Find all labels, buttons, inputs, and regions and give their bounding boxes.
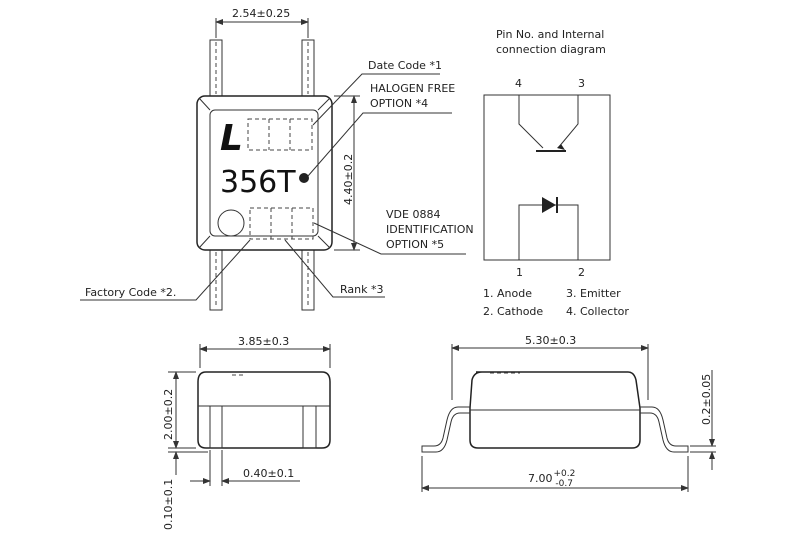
pin-diagram: Pin No. and Internal connection diagram … [483, 28, 629, 318]
height-dim: 4.40±0.2 [342, 154, 355, 205]
side-view-right: 5.30±0.3 7.00+0.2-0.7 0.2±0.05 [421, 334, 716, 492]
total-length-minus: -0.7 [555, 479, 573, 489]
pin-4-label: 4 [515, 77, 522, 90]
marking-part: 356T [220, 165, 296, 200]
body-length-dim: 5.30±0.3 [525, 334, 576, 347]
legend-anode: 1. Anode [483, 287, 532, 300]
halogen-label-1: HALOGEN FREE [370, 82, 455, 95]
halogen-label-2: OPTION *4 [370, 97, 428, 110]
phototransistor-symbol [518, 95, 579, 152]
pin-2-label: 2 [578, 266, 585, 279]
rank-box [249, 207, 314, 240]
pitch-dim: 2.54±0.25 [232, 7, 290, 20]
total-length-dim: 7.00+0.2-0.7 [528, 469, 575, 489]
marking-logo: L [220, 118, 243, 159]
pin-diagram-box [483, 94, 611, 261]
pin-1-label: 1 [516, 266, 523, 279]
total-length-plus: +0.2 [554, 469, 576, 479]
led-symbol [518, 197, 579, 260]
left-width-dim: 3.85±0.3 [238, 335, 289, 348]
date-code-label: Date Code *1 [368, 59, 442, 72]
rank-label: Rank *3 [340, 283, 383, 296]
legend-cathode: 2. Cathode [483, 305, 543, 318]
side-view-left: 3.85±0.3 2.00±0.2 0.10±0.1 0.40±0.1 [162, 335, 331, 530]
top-view: L 356T 2.54±0.25 4.40±0.2 Date Code *1 H… [80, 7, 474, 311]
vde-label-2: IDENTIFICATION [386, 223, 474, 236]
vde-label-3: OPTION *5 [386, 238, 444, 251]
legend-collector: 4. Collector [566, 305, 629, 318]
factory-code-label: Factory Code *2. [85, 286, 176, 299]
pin-diagram-title-1: Pin No. and Internal [496, 28, 604, 41]
standoff-dim: 0.10±0.1 [162, 479, 175, 530]
pin1-indicator [217, 209, 245, 237]
date-code-box [247, 118, 313, 151]
legend-emitter: 3. Emitter [566, 287, 621, 300]
vde-label-1: VDE 0884 [386, 208, 440, 221]
left-height-dim: 2.00±0.2 [162, 389, 175, 440]
halogen-dot [299, 173, 309, 183]
lead-width-dim: 0.40±0.1 [243, 467, 294, 480]
package-body-outer [196, 95, 333, 251]
lead-thickness-dim: 0.2±0.05 [700, 374, 713, 425]
package-body-inner [209, 109, 319, 237]
total-length-base: 7.00 [528, 472, 553, 485]
pin-3-label: 3 [578, 77, 585, 90]
pin-diagram-title-2: connection diagram [496, 43, 606, 56]
